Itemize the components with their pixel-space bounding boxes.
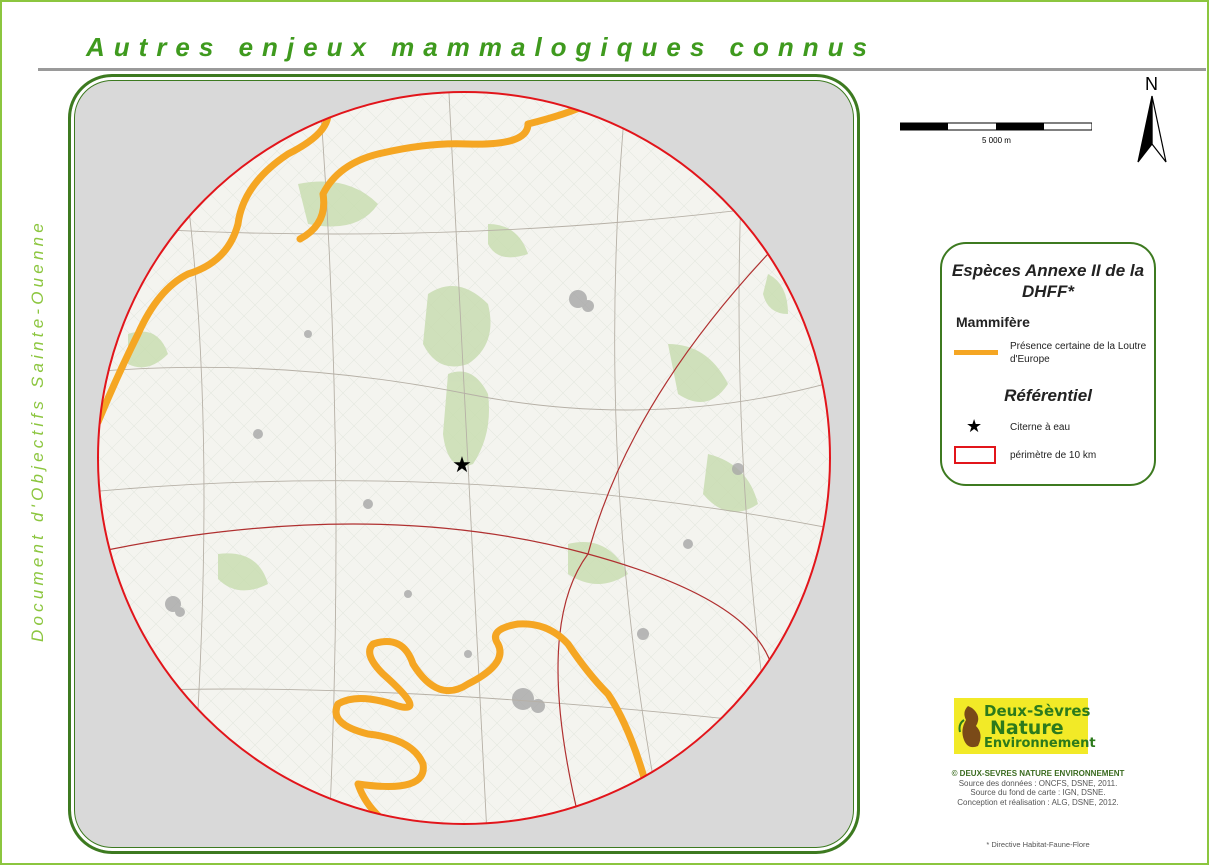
otter-figure-icon bbox=[958, 706, 981, 748]
north-arrow-icon bbox=[1137, 95, 1167, 163]
legend-subtitle: Mammifère bbox=[956, 314, 1030, 330]
referential-title: Référentiel bbox=[1004, 386, 1092, 405]
credits-basemap-source: Source du fond de carte : IGN, DSNE. bbox=[970, 788, 1106, 797]
organization-logo: Deux-Sèvres Nature Environnement bbox=[954, 698, 1096, 754]
major-roads bbox=[98, 253, 775, 824]
scale-label: 5 000 m bbox=[982, 136, 1011, 145]
perimeter-label: périmètre de 10 km bbox=[1010, 450, 1097, 461]
otter-legend-label: Présence certaine de la Loutre d'Europe bbox=[1010, 341, 1147, 365]
map-legend: Espèces Annexe II de la DHFF* Mammifère … bbox=[940, 242, 1156, 486]
perimeter-swatch bbox=[954, 446, 996, 464]
map-canvas[interactable]: ★ bbox=[68, 74, 860, 854]
water-tank-label: Citerne à eau bbox=[1010, 422, 1071, 433]
logo-text-line2: Nature bbox=[990, 717, 1064, 739]
scale-bar bbox=[900, 122, 1092, 131]
settlements bbox=[165, 290, 744, 713]
north-label: N bbox=[1145, 74, 1158, 94]
water-tank-star[interactable]: ★ bbox=[452, 452, 472, 477]
otter-line-swatch bbox=[954, 350, 998, 355]
title-divider bbox=[38, 68, 1206, 71]
topographic-map: ★ bbox=[98, 92, 830, 824]
logo-text-line1: Deux-Sèvres bbox=[984, 702, 1091, 720]
star-icon: ★ bbox=[966, 416, 983, 436]
credits-copyright: © DEUX-SEVRES NATURE ENVIRONNEMENT bbox=[951, 769, 1125, 778]
credits-design: Conception et réalisation : ALG, DSNE, 2… bbox=[957, 797, 1119, 807]
logo-text-line3: Environnement bbox=[984, 736, 1096, 751]
credits-data-source: Source des données : ONCFS, DSNE, 2011. bbox=[958, 778, 1118, 788]
dhff-footnote: * Directive Habitat-Faune-Flore bbox=[986, 840, 1090, 849]
page-title: Autres enjeux mammalogiques connus bbox=[86, 32, 877, 62]
map-credits: © DEUX-SEVRES NATURE ENVIRONNEMENT Sourc… bbox=[922, 769, 1154, 807]
perimeter-circle bbox=[97, 91, 831, 825]
legend-title: Espèces Annexe II de la DHFF* bbox=[951, 261, 1145, 301]
document-side-label: Document d'Objectifs Sainte-Ouenne bbox=[28, 219, 47, 642]
